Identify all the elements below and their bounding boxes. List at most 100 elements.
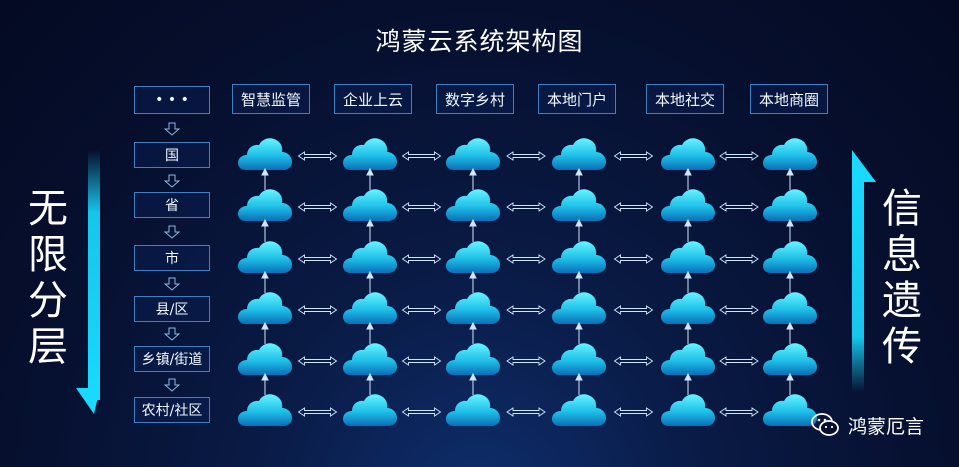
- cloud-icon: [238, 343, 292, 375]
- cloud-icon: [763, 292, 817, 324]
- left-char-1: 无: [28, 186, 68, 232]
- watermark: 鸿蒙厄言: [810, 410, 924, 440]
- double-arrow-icon: [719, 151, 759, 161]
- double-arrow-icon: [506, 305, 546, 315]
- arrow-up-icon: [684, 270, 692, 293]
- double-arrow-icon: [506, 151, 546, 161]
- double-arrow-icon: [402, 254, 441, 264]
- arrow-up-icon: [261, 270, 269, 293]
- cloud-icon: [343, 138, 397, 170]
- cloud-icon: [446, 292, 500, 324]
- double-arrow-icon: [298, 356, 337, 366]
- cloud-icon: [446, 343, 500, 375]
- cloud-icon: [343, 394, 397, 426]
- double-arrow-icon: [402, 356, 441, 366]
- cloud-icon: [661, 292, 715, 324]
- cloud-icon: [446, 138, 500, 170]
- cloud-icon: [661, 343, 715, 375]
- right-vertical-text: 信 息 遗 传: [878, 186, 926, 370]
- arrow-up-icon: [366, 372, 374, 395]
- wechat-icon: [811, 413, 839, 436]
- double-arrow-icon: [298, 202, 337, 212]
- arrow-up-icon: [261, 372, 269, 395]
- diagram-title: 鸿蒙云系统架构图: [375, 27, 584, 56]
- double-arrow-icon: [614, 305, 653, 315]
- level-box-province: 省: [134, 192, 210, 218]
- arrow-up-icon: [575, 321, 583, 344]
- cloud-icon: [238, 292, 292, 324]
- double-arrow-icon: [402, 151, 441, 161]
- column-label-digital-village: 数字乡村: [436, 84, 514, 114]
- left-vertical-text: 无 限 分 层: [24, 186, 72, 370]
- arrow-down-icon: [76, 150, 100, 414]
- arrow-up-icon: [366, 218, 374, 242]
- arrow-up-icon: [786, 372, 794, 395]
- cloud-icon: [343, 189, 397, 221]
- cloud-icon: [763, 394, 817, 426]
- double-arrow-icon: [614, 356, 653, 366]
- double-arrow-icon: [402, 407, 441, 417]
- cloud-icon: [763, 189, 817, 221]
- arrow-up-icon: [684, 218, 692, 242]
- cloud-icon: [763, 343, 817, 375]
- double-arrow-icon: [298, 305, 337, 315]
- arrow-up-icon: [575, 167, 583, 190]
- right-char-2: 息: [882, 232, 922, 278]
- cloud-icon: [552, 138, 606, 170]
- double-arrow-icon: [614, 151, 653, 161]
- cloud-icon: [238, 241, 292, 273]
- cloud-icon: [238, 394, 292, 426]
- column-label-local-social: 本地社交: [646, 84, 724, 114]
- level-box-town: 乡镇/街道: [134, 346, 210, 372]
- double-arrow-icon: [614, 254, 653, 264]
- watermark-text: 鸿蒙厄言: [848, 415, 925, 438]
- double-arrow-icon: [298, 407, 337, 417]
- double-arrow-icon: [402, 202, 441, 212]
- arrow-up-icon: [575, 218, 583, 242]
- cloud-icon: [343, 343, 397, 375]
- cloud-icon: [763, 138, 817, 170]
- cloud-icon: [552, 189, 606, 221]
- arrow-up-icon: [786, 218, 794, 242]
- right-char-4: 传: [882, 324, 922, 370]
- double-arrow-icon: [506, 254, 546, 264]
- column-label-local-portal: 本地门户: [538, 84, 616, 114]
- cloud-icon: [238, 189, 292, 221]
- double-arrow-icon: [298, 151, 337, 161]
- cloud-icon: [446, 241, 500, 273]
- level-box-country: 国: [134, 142, 210, 168]
- cloud-icon: [552, 241, 606, 273]
- arrow-up-icon: [469, 167, 477, 190]
- arrow-up-icon: [575, 372, 583, 395]
- arrow-up-icon: [469, 270, 477, 293]
- level-box-ellipsis: • • •: [134, 86, 210, 114]
- cloud-icon: [446, 189, 500, 221]
- double-arrow-icon: [614, 202, 653, 212]
- arrow-up-icon: [786, 167, 794, 190]
- double-arrow-icon: [719, 356, 759, 366]
- arrow-up-icon: [366, 270, 374, 293]
- arrow-up-icon: [261, 218, 269, 242]
- double-arrow-icon: [719, 254, 759, 264]
- level-box-city: 市: [134, 245, 210, 271]
- arrow-up-icon: [366, 167, 374, 190]
- double-arrow-icon: [506, 202, 546, 212]
- arrow-up-icon: [469, 218, 477, 242]
- double-arrow-icon: [614, 407, 653, 417]
- column-label-supervision: 智慧监管: [232, 84, 310, 114]
- cloud-icon: [446, 394, 500, 426]
- level-box-county: 县/区: [134, 296, 210, 322]
- cloud-icon: [763, 241, 817, 273]
- arrow-up-icon: [469, 321, 477, 344]
- double-arrow-icon: [719, 202, 759, 212]
- double-arrow-icon: [719, 305, 759, 315]
- arrow-up-icon: [852, 150, 876, 392]
- double-arrow-icon: [506, 356, 546, 366]
- cloud-grid: [238, 138, 817, 426]
- cloud-icon: [661, 189, 715, 221]
- left-char-2: 限: [28, 232, 68, 278]
- cloud-icon: [661, 241, 715, 273]
- arrow-up-icon: [684, 321, 692, 344]
- left-char-3: 分: [28, 278, 68, 324]
